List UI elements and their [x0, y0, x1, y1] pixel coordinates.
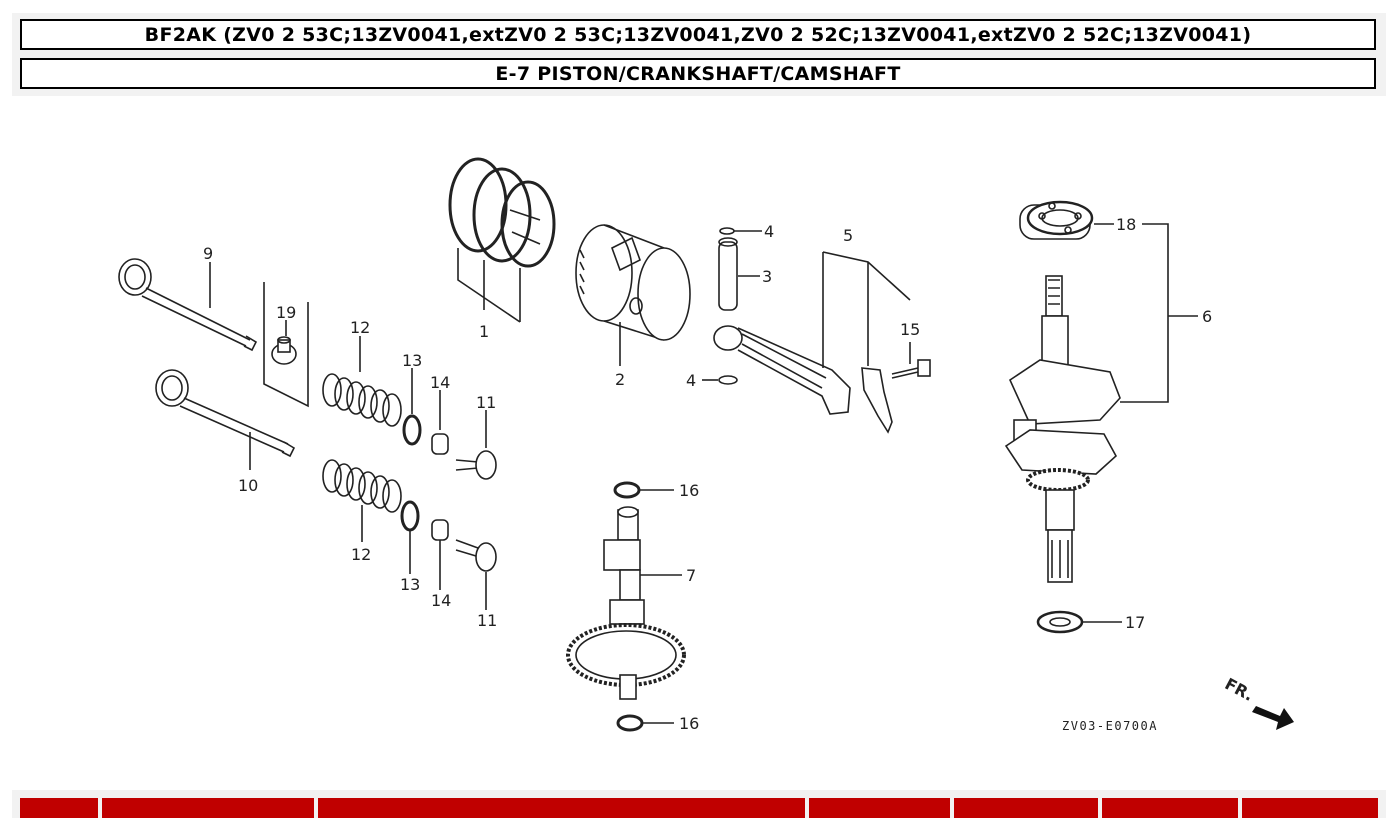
valve-spring-12a[interactable] [322, 373, 402, 427]
piston-2[interactable] [575, 224, 691, 366]
callout-2: 2 [615, 370, 625, 389]
column-header-2[interactable] [102, 798, 314, 818]
piston-pin-clip-4b[interactable] [718, 375, 738, 385]
callout-14a: 14 [430, 373, 450, 392]
callout-10: 10 [238, 476, 258, 495]
valve-lifter-11a[interactable] [455, 450, 497, 480]
column-header-5[interactable] [954, 798, 1098, 818]
column-header-3[interactable] [318, 798, 805, 818]
column-header-4[interactable] [809, 798, 950, 818]
connecting-rod-5[interactable] [713, 251, 911, 434]
callout-3: 3 [762, 267, 772, 286]
crankshaft-6[interactable] [1004, 275, 1121, 583]
front-direction-arrow [1252, 706, 1294, 730]
direction-label: FR. [1222, 674, 1257, 705]
header-panel: BF2AK (ZV0 2 53C;13ZV0041,extZV0 2 53C;1… [12, 13, 1386, 96]
callout-17: 17 [1125, 613, 1145, 632]
column-header-7[interactable] [1242, 798, 1378, 818]
callout-19: 19 [276, 303, 296, 322]
column-header-6[interactable] [1102, 798, 1238, 818]
callout-15: 15 [900, 320, 920, 339]
valve-intake-9[interactable] [118, 258, 258, 352]
callout-7: 7 [686, 566, 696, 585]
callout-5: 5 [843, 226, 853, 245]
piston-ring-set-1[interactable] [448, 157, 556, 323]
parts-diagram: 9 10 19 12 12 13 13 14 14 11 11 1 2 4 3 … [118, 157, 1294, 733]
callout-12a: 12 [350, 318, 370, 337]
callout-14b: 14 [431, 591, 451, 610]
callout-1: 1 [479, 322, 489, 341]
callout-16b: 16 [679, 714, 699, 733]
camshaft-7[interactable] [566, 506, 686, 700]
callout-4b: 4 [686, 371, 696, 390]
valve-exhaust-10[interactable] [155, 369, 296, 458]
drawing-code: ZV03-E0700A [1062, 719, 1158, 733]
callout-18: 18 [1116, 215, 1136, 234]
bearing-18[interactable] [1019, 200, 1094, 240]
oil-seal-16a[interactable] [613, 481, 641, 499]
callout-6: 6 [1202, 307, 1212, 326]
parts-table-header [12, 790, 1386, 818]
model-title: BF2AK (ZV0 2 53C;13ZV0041,extZV0 2 53C;1… [20, 19, 1376, 50]
spring-retainer-13a[interactable] [402, 414, 422, 446]
callout-11b: 11 [477, 611, 497, 630]
column-header-1[interactable] [20, 798, 98, 818]
callout-13b: 13 [400, 575, 420, 594]
callout-13a: 13 [402, 351, 422, 370]
callout-12b: 12 [351, 545, 371, 564]
piston-pin-clip-4a[interactable] [719, 227, 735, 235]
oil-seal-16b[interactable] [616, 714, 644, 732]
connecting-rod-bolt-15[interactable] [891, 342, 931, 379]
valve-lifter-11b[interactable] [455, 539, 497, 572]
valve-rotator-14a[interactable] [431, 433, 449, 455]
oil-seal-17[interactable] [1036, 610, 1084, 634]
callout-9: 9 [203, 244, 213, 263]
valve-rotator-14b[interactable] [431, 519, 449, 541]
callout-11a: 11 [476, 393, 496, 412]
piston-pin-3[interactable] [718, 237, 738, 311]
section-title: E-7 PISTON/CRANKSHAFT/CAMSHAFT [20, 58, 1376, 89]
callout-4a: 4 [764, 222, 774, 241]
callout-16a: 16 [679, 481, 699, 500]
spring-retainer-13b[interactable] [400, 500, 420, 532]
valve-stem-seal-19[interactable] [263, 282, 309, 408]
valve-spring-12b[interactable] [322, 459, 402, 513]
